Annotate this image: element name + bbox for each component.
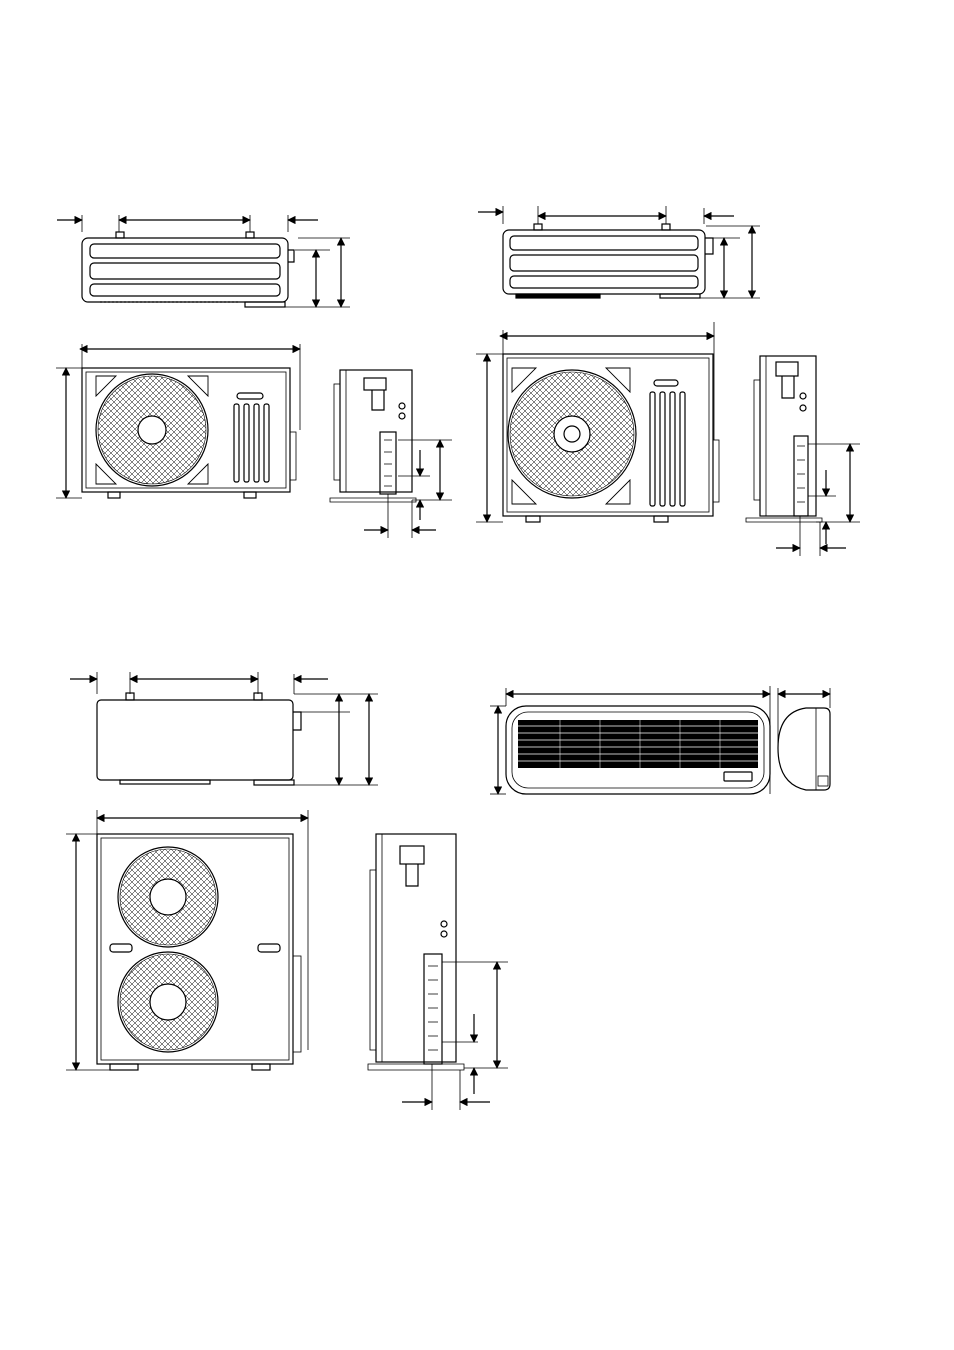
unit-a-top-view	[57, 215, 350, 308]
indoor-unit-side-view	[777, 688, 831, 791]
unit-b	[476, 206, 860, 556]
unit-c-top-view	[70, 672, 378, 786]
unit-b-side-view	[745, 355, 860, 556]
unit-a	[56, 215, 452, 538]
unit-c-side-view	[367, 833, 508, 1110]
indoor-unit-front-view	[490, 686, 771, 795]
unit-b-front-view	[476, 322, 720, 523]
unit-c	[66, 672, 508, 1110]
unit-a-front-view	[56, 344, 301, 499]
unit-c-front-view	[66, 810, 309, 1071]
unit-b-top-view	[478, 206, 760, 299]
indoor-unit	[490, 686, 831, 795]
unit-a-side-view	[329, 369, 452, 538]
